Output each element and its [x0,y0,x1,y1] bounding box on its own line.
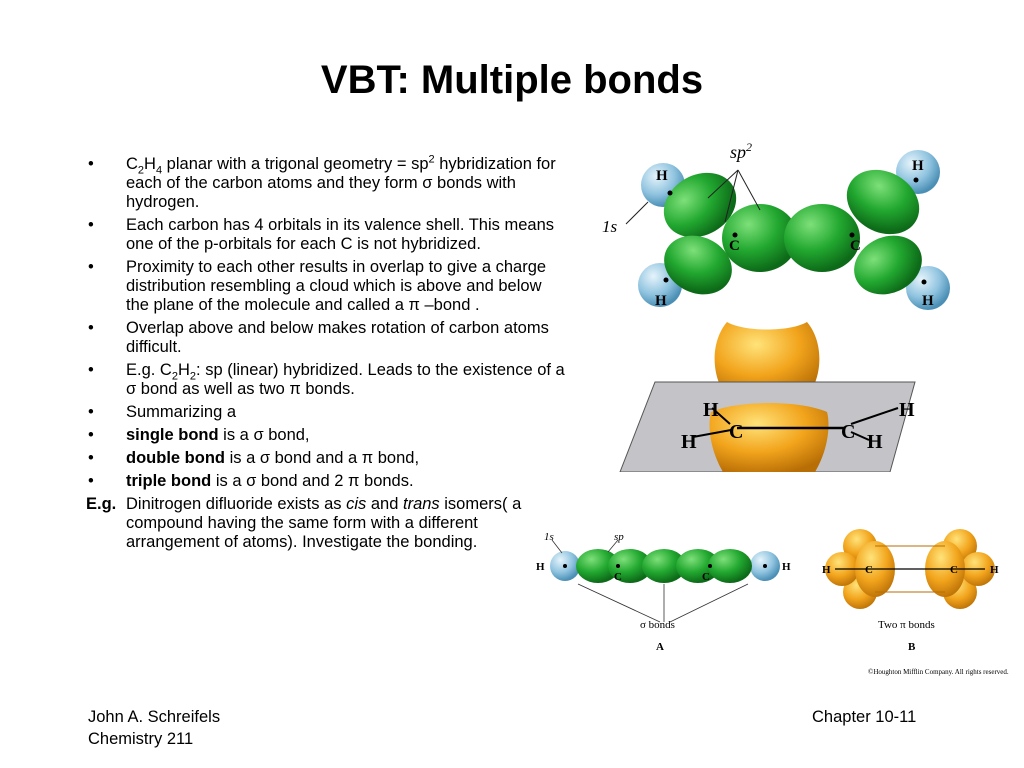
bullet-item: • E.g. C2H2: sp (linear) hybridized. Lea… [88,361,565,398]
svg-text:C: C [841,421,855,443]
bullet-item: • Each carbon has 4 orbitals in its vale… [88,216,555,253]
ethylene-orbital-figure: sp2 1s H H H H C C [602,140,950,310]
bullet-item: • Summarizing a [88,403,237,421]
bullet-dot: • [88,258,94,276]
slide-title: VBT: Multiple bonds [320,58,704,102]
svg-text:C: C [850,238,861,254]
svg-text:C: C [614,571,622,583]
svg-text:H: H [867,431,883,453]
pi-bond-figure: H H C C H H [619,322,916,472]
svg-text:©Houghton Mifflin Company. All: ©Houghton Mifflin Company. All rights re… [868,668,1009,676]
footer-left: John A. Schreifels Chemistry 211 [88,706,220,750]
bullet-item: • triple bond is a σ bond and 2 π bonds. [88,472,414,490]
svg-text:A: A [656,641,664,653]
bullet-list: • C2H4 planar with a trigonal geometry =… [86,153,566,552]
svg-text:H: H [703,399,719,421]
svg-text:H: H [922,293,934,309]
svg-text:H: H [536,561,545,573]
svg-text:B: B [908,641,916,653]
bullet-dot: • [88,216,94,234]
svg-text:H: H [681,431,697,453]
bullet-dot: • [88,319,94,337]
svg-text:sp2: sp2 [730,140,752,162]
bullet-dot: • [88,449,94,467]
bullet-dot: • [88,155,94,173]
bullet-dot: • [88,403,94,421]
svg-text:H: H [655,293,667,309]
svg-text:Two π bonds: Two π bonds [878,619,935,631]
svg-text:C: C [865,564,873,576]
svg-text:H: H [822,564,831,576]
svg-text:H: H [782,561,791,573]
acetylene-figure: 1s sp H C C H σ bonds A H C C H Two π bo… [536,529,1009,676]
bullet-item: • Proximity to each other results in ove… [88,258,547,314]
footer-course: Chemistry 211 [88,730,194,748]
footer-author: John A. Schreifels [88,708,221,726]
svg-text:H: H [899,399,915,421]
bullet-item: • Overlap above and below makes rotation… [88,319,549,356]
svg-text:sp: sp [614,531,624,543]
svg-text:σ bonds: σ bonds [640,619,675,631]
bullet-item: • double bond is a σ bond and a π bond, [88,449,420,467]
svg-text:C: C [950,564,958,576]
svg-text:1s: 1s [544,531,554,543]
bullet-item: • single bond is a σ bond, [88,426,310,444]
svg-text:C: C [729,421,743,443]
bullet-dot: • [88,426,94,444]
bullet-dot: • [88,472,94,490]
example-paragraph: E.g. Dinitrogen difluoride exists as cis… [86,495,522,551]
svg-text:C: C [702,571,710,583]
svg-text:C: C [729,238,740,254]
bullet-item: • C2H4 planar with a trigonal geometry =… [88,153,556,211]
footer-chapter: Chapter 10-11 [812,708,917,726]
bullet-dot: • [88,361,94,379]
svg-text:H: H [990,564,999,576]
svg-text:H: H [656,168,668,184]
svg-text:H: H [912,158,924,174]
svg-text:1s: 1s [602,217,618,236]
